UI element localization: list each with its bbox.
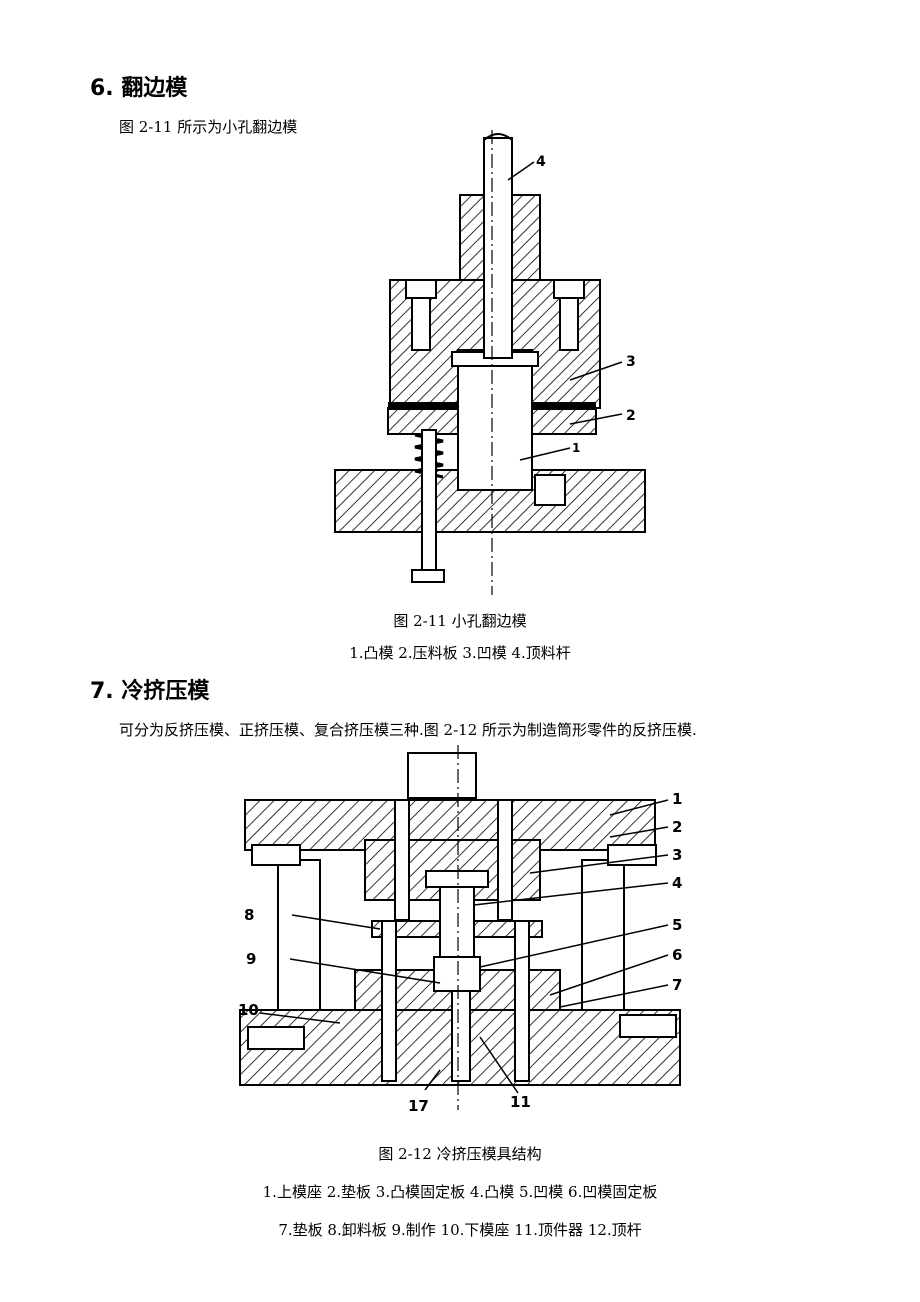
callout-9: 9 [246, 950, 256, 968]
callout-2: 2 [626, 408, 636, 424]
callout-11: 11 [510, 1093, 531, 1111]
figure-caption-2-12: 图 2-12 冷挤压模具结构 [378, 1145, 542, 1163]
callout-2: 2 [672, 818, 682, 836]
callout-7: 7 [672, 976, 682, 994]
callout-6: 6 [672, 946, 682, 964]
callout-1: 1 [572, 441, 580, 455]
figure-2-11-drawing: 4 3 2 1 [334, 130, 646, 595]
figure-legend-2-12-line1: 1.上模座 2.垫板 3.凸模固定板 4.凸模 5.凹模 6.凹模固定板 [262, 1183, 658, 1201]
callout-8: 8 [244, 906, 254, 924]
callout-4: 4 [536, 154, 546, 170]
callout-3: 3 [672, 846, 682, 864]
section-intro-6: 图 2-11 所示为小孔翻边模 [119, 118, 298, 136]
figure-caption-2-11: 图 2-11 小孔翻边模 [393, 612, 527, 630]
section-heading-7: 7. 冷挤压模 [90, 679, 210, 704]
callout-3: 3 [626, 354, 636, 370]
callout-4: 4 [672, 874, 682, 892]
figure-2-12-drawing: 1 2 3 4 5 6 7 8 9 10 17 11 [238, 745, 682, 1115]
section-heading-6: 6. 翻边模 [90, 76, 188, 101]
figure-legend-2-11: 1.凸模 2.压料板 3.凹模 4.顶料杆 [349, 644, 571, 662]
callout-5: 5 [672, 916, 682, 934]
callout-17: 17 [408, 1097, 429, 1115]
figure-legend-2-12-line2: 7.垫板 8.卸料板 9.制作 10.下模座 11.顶件器 12.顶杆 [278, 1221, 642, 1239]
callout-10: 10 [238, 1001, 259, 1019]
callout-1: 1 [672, 790, 682, 808]
section-intro-7: 可分为反挤压模、正挤压模、复合挤压模三种.图 2-12 所示为制造筒形零件的反挤… [119, 721, 697, 739]
